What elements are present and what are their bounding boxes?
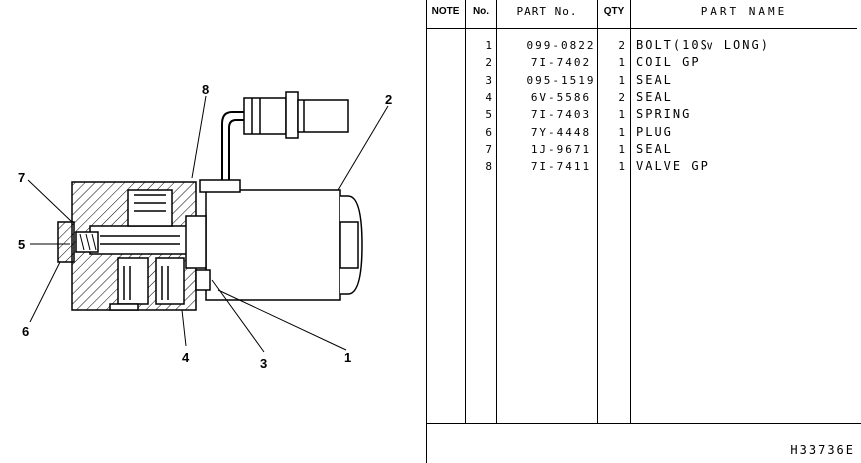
header-part-no: PART No. (516, 5, 578, 18)
cell-part-name: SPRING (636, 107, 692, 122)
cell-part-name: COIL GP (636, 55, 701, 70)
cell-no: 1 (485, 39, 492, 52)
valve-body (57, 181, 211, 311)
cell-part-name: SEAL (636, 141, 673, 156)
exploded-assembly-drawing: 8 2 7 5 6 4 3 1 (18, 82, 392, 371)
header-no: No. (472, 6, 490, 17)
header-qty: QTY (603, 6, 625, 17)
cell-part-name: BOLT(10㏜ LONG) (636, 38, 770, 52)
cell-part-name: SEAL (636, 72, 673, 87)
cell-part-no: 099-0822 (526, 39, 596, 52)
table-row: 2 7I-7402 1 COIL GP (426, 54, 857, 71)
divider (630, 0, 631, 424)
coil-body (199, 179, 363, 301)
cell-qty: 2 (618, 39, 625, 52)
footer-rule (426, 423, 861, 424)
cell-no: 6 (485, 125, 492, 139)
cell-qty: 1 (618, 160, 625, 174)
table-row: 7 1J-9671 1 SEAL (426, 141, 857, 158)
cell-part-no: 7Y-4448 (530, 125, 592, 139)
cell-no: 2 (485, 56, 492, 70)
callout-3: 3 (260, 356, 267, 371)
header-note: NOTE (431, 6, 460, 17)
cell-part-name: VALVE GP (636, 159, 710, 174)
table-row: 5 7I-7403 1 SPRING (426, 106, 857, 123)
leader-lines (27, 95, 389, 353)
table-row: 1 099-0822 2 BOLT(10㏜ LONG) (426, 37, 857, 54)
table-row: 3 095-1519 1 SEAL (426, 72, 857, 89)
cell-part-name: PLUG (636, 124, 673, 139)
callout-6: 6 (22, 324, 29, 339)
callout-2: 2 (385, 92, 392, 107)
cell-qty: 1 (618, 73, 625, 87)
cell-no: 7 (485, 142, 492, 156)
drawing-code: H33736E (790, 443, 855, 457)
header-rule (426, 28, 857, 29)
cell-part-no: 095-1519 (526, 73, 596, 87)
callout-4: 4 (182, 350, 190, 365)
divider (597, 0, 598, 424)
cell-no: 3 (485, 73, 492, 87)
cell-part-no: 6V-5586 (530, 90, 592, 104)
table-row: 8 7I-7411 1 VALVE GP (426, 158, 857, 175)
cell-qty: 2 (618, 90, 625, 104)
parts-table: NOTE No. PART No. QTY PART NAME 1 099-082… (426, 0, 857, 424)
cell-part-name: SEAL (636, 89, 673, 104)
header-part-name: PART NAME (700, 5, 788, 18)
cell-no: 4 (485, 90, 492, 104)
connector-plug (221, 91, 349, 180)
cell-part-no: 1J-9671 (530, 142, 592, 156)
table-row: 4 6V-5586 2 SEAL (426, 89, 857, 106)
divider (465, 0, 466, 424)
callout-8: 8 (202, 82, 209, 97)
callout-5: 5 (18, 237, 25, 252)
cell-qty: 1 (618, 125, 625, 139)
callout-7: 7 (18, 170, 25, 185)
callout-1: 1 (344, 350, 351, 365)
cell-no: 8 (485, 160, 492, 174)
cell-part-no: 7I-7403 (530, 108, 592, 122)
table-row: 6 7Y-4448 1 PLUG (426, 124, 857, 141)
cell-qty: 1 (618, 108, 625, 122)
cell-qty: 1 (618, 56, 625, 70)
cell-part-no: 7I-7411 (530, 160, 592, 174)
divider (496, 0, 497, 424)
cell-no: 5 (485, 108, 492, 122)
cell-part-no: 7I-7402 (530, 56, 592, 70)
cell-qty: 1 (618, 142, 625, 156)
table-left-border (426, 0, 427, 463)
